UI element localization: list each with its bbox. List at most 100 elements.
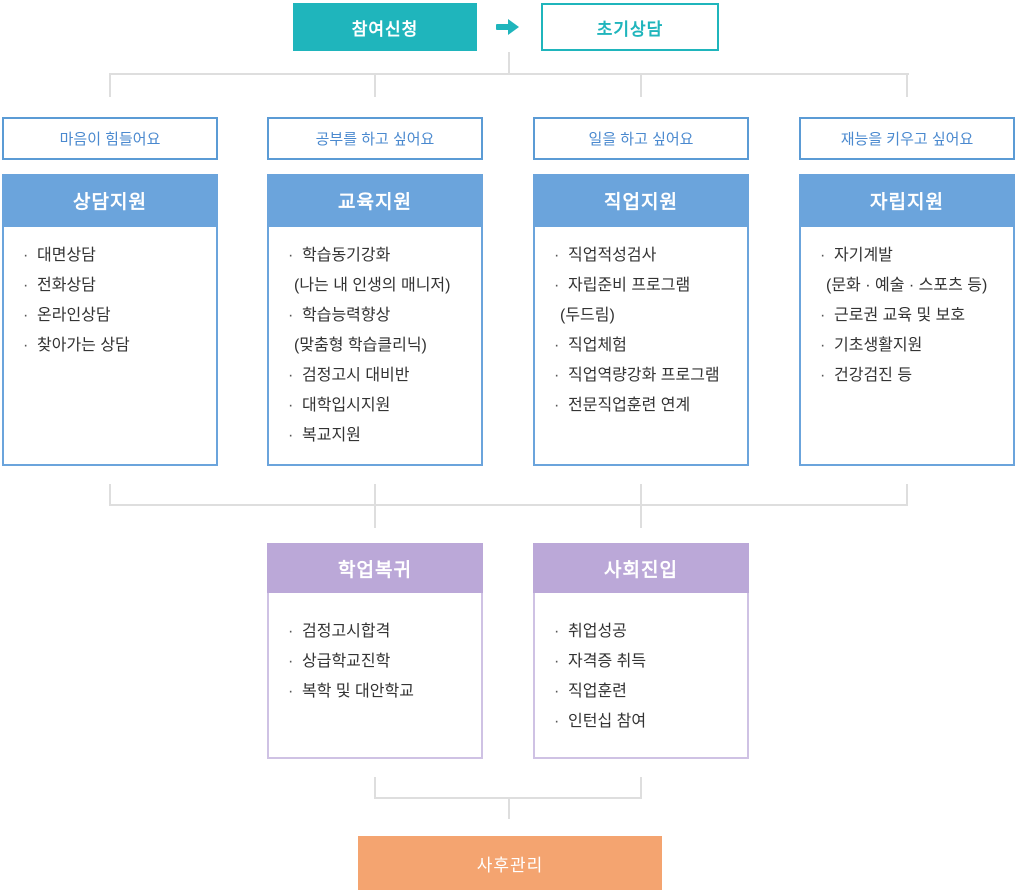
need-label-job: 일을 하고 싶어요 [533, 117, 749, 160]
need-label-selfreliance: 재능을 키우고 싶어요 [799, 117, 1015, 160]
list-item-text: 복학 및 대안학교 [302, 683, 414, 700]
connector-line [640, 777, 642, 799]
return-to-school-list: ·검정고시합격 ·상급학교진학 ·복학 및 대안학교 [267, 593, 483, 759]
selfreliance-support-header: 자립지원 [799, 174, 1015, 227]
list-item-continuation: ·(나는 내 인생의 매니저) [269, 271, 481, 301]
list-item-text: 취업성공 [568, 623, 627, 640]
selfreliance-support-box: 자립지원 ·자기계발 ·(문화 · 예술 · 스포츠 등) ·근로권 교육 및 … [799, 174, 1015, 466]
list-item-text: 상급학교진학 [302, 653, 391, 670]
connector-line [374, 73, 376, 97]
list-item: ·직업체험 [535, 331, 747, 361]
initial-counsel-box: 초기상담 [541, 3, 719, 51]
list-item-text: 근로권 교육 및 보호 [834, 307, 966, 324]
list-item: · 온라인상담 [4, 301, 216, 331]
list-item-text: 기초생활지원 [834, 337, 923, 354]
bullet-icon: · [554, 713, 560, 730]
list-item-text: 자립준비 프로그램 [568, 277, 691, 294]
list-item-text: (나는 내 인생의 매니저) [294, 277, 451, 294]
list-item: ·자립준비 프로그램 [535, 271, 747, 301]
list-item-text: 온라인상담 [37, 307, 111, 324]
connector-line [508, 52, 510, 73]
list-item: ·취업성공 [535, 617, 747, 647]
bullet-icon: · [554, 247, 560, 264]
list-item-continuation: ·(맞춤형 학습클리닉) [269, 331, 481, 361]
list-item-text: 인턴십 참여 [568, 713, 647, 730]
list-item-continuation: ·(문화 · 예술 · 스포츠 등) [801, 271, 1013, 301]
list-item: ·전화상담 [4, 271, 216, 301]
list-item: ·자격증 취득 [535, 647, 747, 677]
list-item-text: 직업적성검사 [568, 247, 657, 264]
bullet-icon: · [23, 247, 29, 264]
column-counseling-support: 마음이 힘들어요 상담지원 ·대면상담 ·전화상담 ·온라인상담 ·찾아가는 상… [2, 117, 218, 466]
list-item: ·학습동기강화 [269, 241, 481, 271]
job-support-header: 직업지원 [533, 174, 749, 227]
bullet-icon: · [23, 277, 29, 294]
connector-line [906, 484, 908, 506]
list-item-text: 자기계발 [834, 247, 893, 264]
list-item-text: 건강검진 등 [834, 367, 913, 384]
list-item: · 복교지원 [269, 421, 481, 451]
connector-line [640, 73, 642, 97]
arrow-right-icon [496, 19, 522, 35]
counseling-support-header: 상담지원 [2, 174, 218, 227]
bullet-icon: · [288, 307, 294, 324]
column-job-support: 일을 하고 싶어요 직업지원 ·직업적성검사 ·자립준비 프로그램 ·(두드림)… [533, 117, 749, 466]
education-support-header: 교육지원 [267, 174, 483, 227]
bullet-icon: · [554, 653, 560, 670]
list-item-text: (문화 · 예술 · 스포츠 등) [826, 277, 988, 294]
return-to-school-header: 학업복귀 [267, 543, 483, 593]
list-item-text: 검정고시합격 [302, 623, 391, 640]
list-item: · 건강검진 등 [801, 361, 1013, 391]
list-item: ·검정고시합격 [269, 617, 481, 647]
counseling-support-list: ·대면상담 ·전화상담 ·온라인상담 ·찾아가는 상담 [2, 227, 218, 466]
list-item-continuation: ·(두드림) [535, 301, 747, 331]
list-item: · 직업적성검사 [535, 241, 747, 271]
list-item-text: 전문직업훈련 연계 [568, 397, 691, 414]
bullet-icon: · [554, 683, 560, 700]
list-item: · 기초생활지원 [801, 331, 1013, 361]
counseling-support-box: 상담지원 ·대면상담 ·전화상담 ·온라인상담 ·찾아가는 상담 [2, 174, 218, 466]
need-label-counseling: 마음이 힘들어요 [2, 117, 218, 160]
list-item: · 대학입시지원 [269, 391, 481, 421]
need-label-education: 공부를 하고 싶어요 [267, 117, 483, 160]
job-support-list: ·직업적성검사 ·자립준비 프로그램 ·(두드림) ·직업체험 ·직업역량강화 … [533, 227, 749, 466]
bullet-icon: · [288, 367, 294, 384]
connector-line [109, 73, 909, 75]
list-item-text: 복교지원 [302, 427, 361, 444]
bullet-icon: · [288, 397, 294, 414]
bullet-icon: · [23, 307, 29, 324]
list-item: ·상급학교진학 [269, 647, 481, 677]
list-item-text: (두드림) [560, 307, 615, 324]
bullet-icon: · [554, 337, 560, 354]
bullet-icon: · [288, 427, 294, 444]
list-item-text: 대학입시지원 [302, 397, 391, 414]
list-item: · 인턴십 참여 [535, 707, 747, 737]
social-entry-header: 사회진입 [533, 543, 749, 593]
education-support-box: 교육지원 ·학습동기강화 ·(나는 내 인생의 매니저) ·학습능력향상 ·(맞… [267, 174, 483, 466]
apply-box: 참여신청 [293, 3, 477, 51]
connector-line [508, 797, 510, 819]
list-item-text: 학습동기강화 [302, 247, 391, 264]
outcome-return-to-school: 학업복귀 ·검정고시합격 ·상급학교진학 ·복학 및 대안학교 [267, 543, 483, 759]
connector-line [109, 484, 111, 506]
bullet-icon: · [820, 307, 826, 324]
list-item-text: 학습능력향상 [302, 307, 391, 324]
follow-up-management-box: 사후관리 [358, 836, 662, 890]
list-item-text: 직업역량강화 프로그램 [568, 367, 720, 384]
list-item: · 검정고시 대비반 [269, 361, 481, 391]
list-item: · 직업훈련 [535, 677, 747, 707]
selfreliance-support-list: · 자기계발 ·(문화 · 예술 · 스포츠 등) · 근로권 교육 및 보호 · 기… [799, 227, 1015, 466]
bullet-icon: · [820, 337, 826, 354]
connector-line [374, 777, 376, 799]
job-support-box: 직업지원 ·직업적성검사 ·자립준비 프로그램 ·(두드림) ·직업체험 ·직업… [533, 174, 749, 466]
list-item-text: (맞춤형 학습클리닉) [294, 337, 427, 354]
connector-line [374, 484, 376, 506]
outcome-social-entry: 사회진입 ·취업성공 ·자격증 취득 ·직업훈련 ·인턴십 참여 [533, 543, 749, 759]
list-item: ·전문직업훈련 연계 [535, 391, 747, 421]
bullet-icon: · [23, 337, 29, 354]
list-item-text: 검정고시 대비반 [302, 367, 410, 384]
list-item: ·직업역량강화 프로그램 [535, 361, 747, 391]
list-item: ·대면상담 [4, 241, 216, 271]
bullet-icon: · [820, 367, 826, 384]
list-item-text: 직업훈련 [568, 683, 627, 700]
